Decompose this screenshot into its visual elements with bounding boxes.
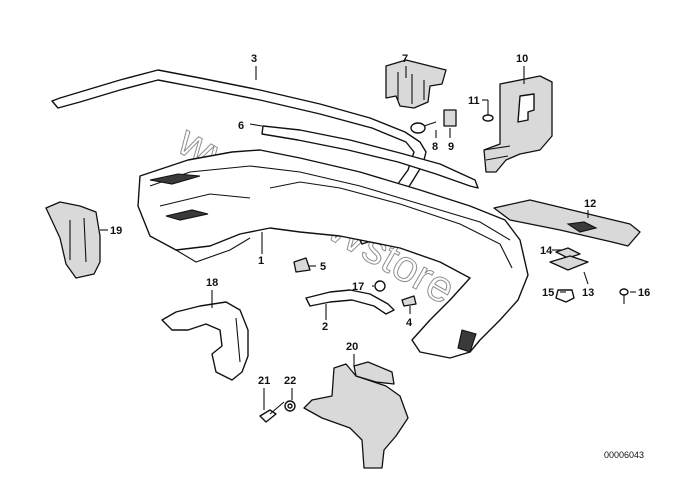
label-20: 20 xyxy=(346,341,358,353)
callout-labels: 3 6 7 10 11 8 9 12 14 13 15 16 1 5 17 4 … xyxy=(110,53,650,387)
part-15-nut xyxy=(555,289,575,303)
label-7: 7 xyxy=(402,53,408,65)
label-5: 5 xyxy=(320,261,326,273)
label-6: 6 xyxy=(238,120,244,132)
part-10-side-bracket xyxy=(483,75,553,173)
part-18-cover xyxy=(161,301,249,381)
label-18: 18 xyxy=(206,277,218,289)
leader-lines xyxy=(100,66,636,410)
label-15: 15 xyxy=(542,287,554,299)
part-9-clip xyxy=(443,109,457,127)
part-22-washer xyxy=(284,400,296,412)
label-21: 21 xyxy=(258,375,270,387)
catalog-number: 00006043 xyxy=(604,450,644,460)
part-1-bumper xyxy=(137,149,529,359)
label-22: 22 xyxy=(284,375,296,387)
part-13-bracket xyxy=(549,255,589,271)
label-13: 13 xyxy=(582,287,594,299)
part-7-bracket xyxy=(385,59,447,109)
label-10: 10 xyxy=(516,53,528,65)
label-8: 8 xyxy=(432,141,438,153)
part-11-screw xyxy=(482,100,494,122)
part-5-clip xyxy=(293,257,311,273)
label-2: 2 xyxy=(322,321,328,333)
label-16: 16 xyxy=(638,287,650,299)
part-12-plate xyxy=(493,199,641,247)
label-14: 14 xyxy=(540,245,553,257)
part-4-clip xyxy=(401,295,417,307)
part-8-bolt xyxy=(410,121,437,134)
label-11: 11 xyxy=(468,95,480,107)
label-19: 19 xyxy=(110,225,122,237)
part-2-arc-trim xyxy=(305,289,395,315)
label-4: 4 xyxy=(406,317,413,329)
label-9: 9 xyxy=(448,141,454,153)
part-20-bracket-assembly xyxy=(303,361,409,469)
part-21-bolt xyxy=(259,401,285,423)
part-16-screw xyxy=(619,288,629,304)
label-1: 1 xyxy=(258,255,264,267)
part-17-nut xyxy=(374,280,386,292)
label-3: 3 xyxy=(251,53,257,65)
label-17: 17 xyxy=(352,281,364,293)
label-12: 12 xyxy=(584,198,596,210)
part-19-mount xyxy=(45,201,101,279)
part-6-strip xyxy=(261,125,479,189)
